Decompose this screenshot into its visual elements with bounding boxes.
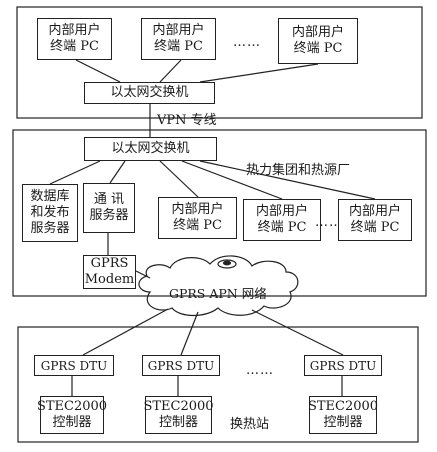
middle-group-frame xyxy=(12,129,427,297)
top-pc-3: 内部用户 终端 PC xyxy=(278,18,358,64)
link-cloud-dtu3 xyxy=(251,309,344,356)
middle-ethernet-switch: 以太网交换机 xyxy=(84,137,217,161)
top-ethernet-switch: 以太网交换机 xyxy=(84,82,215,104)
link-top-pc1-switch xyxy=(75,59,121,83)
antenna-icon xyxy=(217,259,237,269)
link-switch-pc3 xyxy=(199,160,376,200)
gprs-modem: GPRS Modem xyxy=(83,255,136,289)
middle-pc-2: 内部用户 终端 PC xyxy=(243,199,321,241)
link-switch-db xyxy=(49,160,101,185)
vpn-line-label: VPN 专线 xyxy=(157,113,217,128)
gprs-dtu-3: GPRS DTU xyxy=(304,355,382,376)
top-ellipsis: …… xyxy=(233,35,261,50)
top-group-frame xyxy=(16,6,423,119)
middle-pc-3: 内部用户 终端 PC xyxy=(338,199,412,241)
link-switch-comm xyxy=(109,160,126,184)
top-pc-2: 内部用户 终端 PC xyxy=(141,18,216,60)
communication-server: 通 讯 服务器 xyxy=(83,183,135,233)
link-cloud-dtu1 xyxy=(82,308,169,356)
link-cloud-dtu2 xyxy=(180,311,199,356)
heating-group-label: 热力集团和热源厂 xyxy=(246,163,351,178)
gprs-apn-network-label: GPRS APN 网络 xyxy=(169,286,267,301)
link-modem-cloud xyxy=(135,270,151,279)
link-top-pc2-switch xyxy=(159,59,182,83)
link-top-pc3-switch xyxy=(199,63,319,83)
heat-exchange-station-label: 换热站 xyxy=(230,417,270,432)
top-pc-1: 内部用户 终端 PC xyxy=(37,18,112,60)
bottom-group-frame xyxy=(17,326,419,443)
middle-ellipsis: …… xyxy=(315,215,343,230)
stec2000-controller-1: STEC2000 控制器 xyxy=(37,396,107,434)
gprs-dtu-1: GPRS DTU xyxy=(34,355,114,376)
link-switch-pc1 xyxy=(159,160,199,198)
gprs-dtu-2: GPRS DTU xyxy=(142,355,220,376)
bottom-ellipsis: …… xyxy=(246,363,274,378)
stec2000-controller-3: STEC2000 控制器 xyxy=(308,396,378,434)
middle-pc-1: 内部用户 终端 PC xyxy=(158,197,237,239)
gprs-apn-cloud-outline xyxy=(138,255,299,317)
database-publish-server: 数据库 和发布 服务器 xyxy=(22,184,78,242)
stec2000-controller-2: STEC2000 控制器 xyxy=(143,396,214,434)
link-switch-pc2 xyxy=(181,160,283,200)
